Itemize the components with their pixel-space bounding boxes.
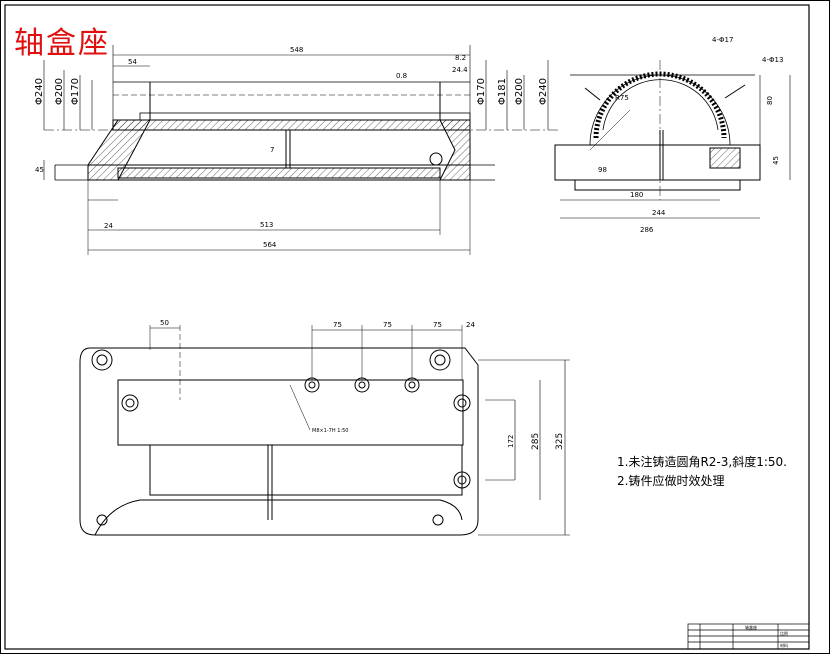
dim-24: 24	[104, 222, 113, 230]
dim-24-4: 24.4	[452, 66, 468, 74]
title-block-text: 轴盒座 比例 材料	[745, 624, 788, 648]
dim-45-side: 45	[772, 156, 780, 165]
dim-24-plan: 24	[466, 321, 475, 329]
inner-border	[4, 4, 810, 650]
hole-callout: M8×1-7H 1:50	[312, 428, 348, 434]
dim-50: 50	[160, 319, 169, 327]
dim-75-c: 75	[433, 321, 442, 329]
dim-4-d13: 4-Φ13	[762, 56, 783, 64]
dim-0-8: 0.8	[396, 72, 407, 80]
dim-4-d17: 4-Φ17	[712, 36, 733, 44]
dim-548: 548	[290, 46, 303, 54]
drawing-title: 轴盒座	[14, 26, 110, 61]
tb-scale: 比例	[780, 630, 788, 636]
dim-75-a: 75	[333, 321, 342, 329]
dim-513: 513	[260, 221, 273, 229]
dia-200-left: Φ200	[54, 78, 65, 105]
dim-r75: R75	[615, 94, 629, 102]
dim-75-b: 75	[383, 321, 392, 329]
dim-180: 180	[630, 191, 643, 199]
title-block	[687, 623, 810, 650]
side-view-labels: 4-Φ17 4-Φ13 80 45 180 244 286 98 R75	[598, 36, 783, 234]
dim-172: 172	[507, 435, 515, 448]
front-view	[43, 45, 560, 255]
tb-name: 轴盒座	[745, 624, 757, 630]
dim-98: 98	[598, 166, 607, 174]
dia-240-left: Φ240	[34, 78, 45, 105]
plan-view	[79, 325, 570, 536]
tb-material: 材料	[780, 642, 788, 648]
dim-286: 286	[640, 226, 654, 234]
front-view-labels: 548 54 0.8 24.4 8.2 24 513 564 45 7 Φ240…	[34, 46, 549, 249]
dim-80: 80	[766, 96, 774, 105]
note-2: 2.铸件应做时效处理	[617, 474, 725, 488]
plan-view-labels: 50 75 75 75 24 172 285 325 M8×1-7H 1:50	[160, 319, 565, 450]
dim-54: 54	[128, 58, 137, 66]
dim-564: 564	[263, 241, 277, 249]
dia-170-right: Φ170	[476, 78, 487, 105]
dim-8-2: 8.2	[455, 54, 466, 62]
dim-7: 7	[270, 146, 274, 154]
dim-325: 325	[555, 433, 565, 450]
dim-285: 285	[531, 433, 541, 450]
dim-45: 45	[35, 166, 44, 174]
dia-181-right: Φ181	[497, 78, 508, 105]
dia-170-left: Φ170	[70, 78, 81, 105]
dia-240-right: Φ240	[538, 78, 549, 105]
note-1: 1.未注铸造圆角R2-3,斜度1:50.	[617, 455, 787, 469]
side-view	[554, 60, 791, 219]
dia-200-right: Φ200	[514, 78, 525, 105]
dim-244: 244	[652, 209, 666, 217]
